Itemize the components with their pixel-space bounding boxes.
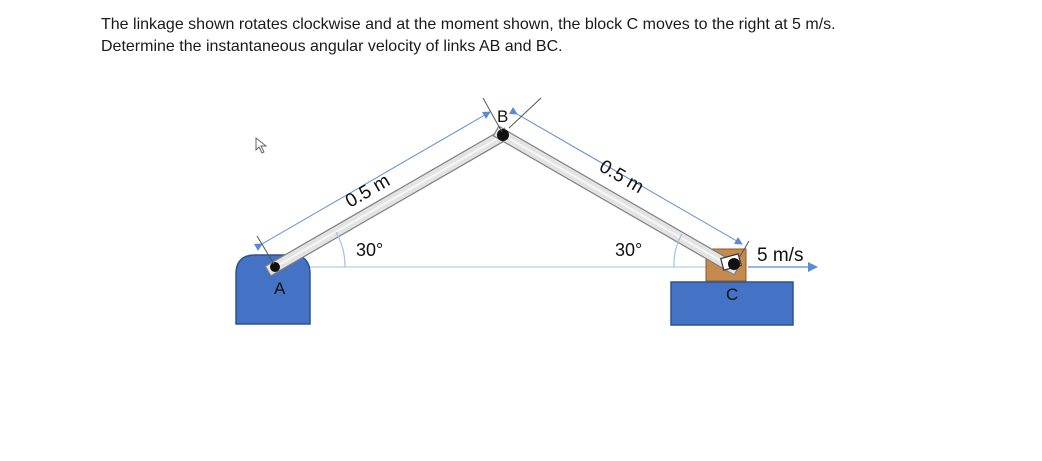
dimension-line-bc xyxy=(508,107,743,245)
label-angle-c: 30° xyxy=(615,240,642,260)
extension-line-a xyxy=(256,235,275,265)
problem-statement: The linkage shown rotates clockwise and … xyxy=(101,14,1001,58)
angle-arc-c xyxy=(673,233,683,268)
label-velocity-c: 5 m/s xyxy=(757,245,803,266)
base-c xyxy=(670,281,794,326)
angle-arc-a xyxy=(335,231,346,268)
pin-a xyxy=(270,262,280,272)
label-point-b: B xyxy=(497,107,508,126)
pin-c xyxy=(728,258,740,270)
cursor-icon xyxy=(255,136,268,154)
pin-b xyxy=(497,129,509,141)
label-point-a: A xyxy=(274,279,286,298)
extension-line-c xyxy=(738,240,750,259)
extension-line-b-right xyxy=(508,97,542,129)
problem-line-2: Determine the instantaneous angular velo… xyxy=(101,38,563,55)
dimension-line-ab xyxy=(253,111,491,251)
label-angle-a: 30° xyxy=(356,240,383,260)
extension-line-b-left xyxy=(482,97,503,133)
label-point-c: C xyxy=(726,285,738,304)
problem-line-1: The linkage shown rotates clockwise and … xyxy=(101,16,836,33)
link-ab xyxy=(264,127,511,277)
